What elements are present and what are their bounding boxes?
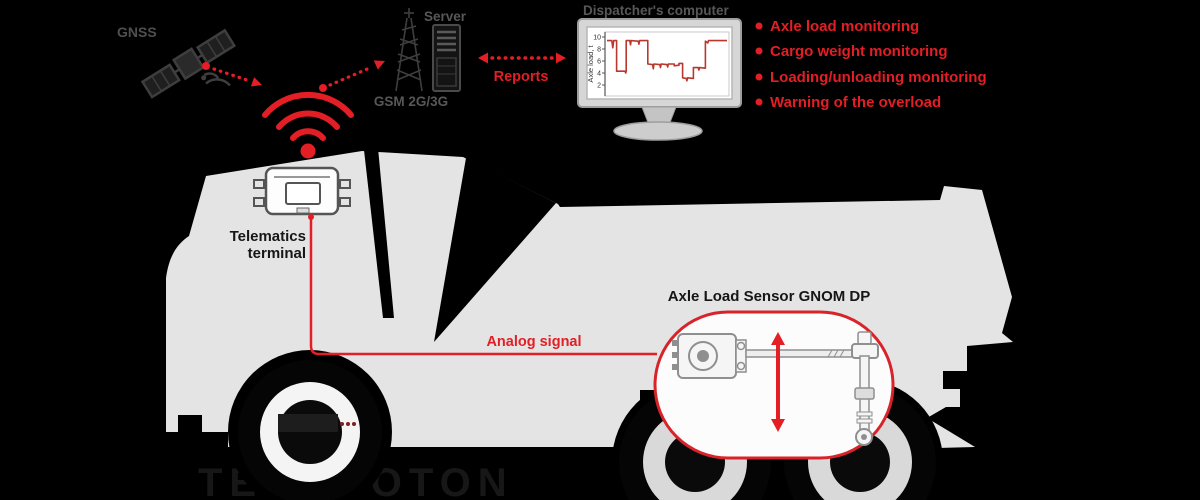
front-wheel <box>238 360 382 500</box>
reports-arrow <box>478 52 566 64</box>
feature-item-4: Warning of the overload <box>770 94 941 111</box>
telematics-terminal-icon <box>253 166 351 216</box>
gnss-label: GNSS <box>117 24 157 40</box>
gnss-satellite-icon <box>140 28 237 99</box>
feature-item-2: Cargo weight monitoring <box>770 43 948 60</box>
gnss-link-arrow <box>202 62 262 87</box>
analog-signal-label: Analog signal <box>486 334 581 350</box>
analog-signal-wire <box>309 216 657 356</box>
hub-watermark-bar <box>278 414 338 432</box>
bullet-icon <box>755 22 763 30</box>
cab-gap-wedge <box>364 148 394 318</box>
ytick-2: 2 <box>597 83 601 90</box>
axle-load-chart: 10 8 6 4 2 Axle load, t <box>586 31 730 97</box>
sensor-label: Axle Load Sensor GNOM DP <box>668 288 871 305</box>
axle-load-sensor-capsule <box>653 310 895 460</box>
reports-label: Reports <box>494 69 549 85</box>
feature-list: Axle load monitoring Cargo weight monito… <box>755 18 987 111</box>
ytick-10: 10 <box>593 35 601 42</box>
chart-ylabel: Axle load, t <box>586 45 595 83</box>
server-label: Server <box>424 9 467 24</box>
telematics-label-line2: terminal <box>248 245 306 262</box>
bullet-icon <box>755 98 763 106</box>
bullet-icon <box>755 73 763 81</box>
gsm-label: GSM 2G/3G <box>374 94 448 109</box>
radio-waves-icon <box>262 91 354 141</box>
dispatcher-label: Dispatcher's computer <box>583 3 729 18</box>
ytick-4: 4 <box>597 71 601 78</box>
bed-front-wedge <box>434 158 556 342</box>
feature-item-1: Axle load monitoring <box>770 18 919 35</box>
signal-dot <box>300 143 316 159</box>
load-direction-arrow-icon <box>771 332 785 432</box>
gsm-link-arrow <box>319 60 385 92</box>
sensor-mechanism-drawing <box>672 331 879 446</box>
feature-item-3: Loading/unloading monitoring <box>770 69 987 86</box>
server-icon <box>432 24 461 92</box>
wire-start-dot <box>308 214 314 220</box>
telematics-label-line1: Telematics <box>230 228 306 245</box>
bullet-icon <box>755 47 763 55</box>
gsm-tower-icon <box>395 8 423 92</box>
axle-load-series <box>607 39 727 82</box>
ytick-6: 6 <box>597 59 601 66</box>
ytick-8: 8 <box>597 47 601 54</box>
